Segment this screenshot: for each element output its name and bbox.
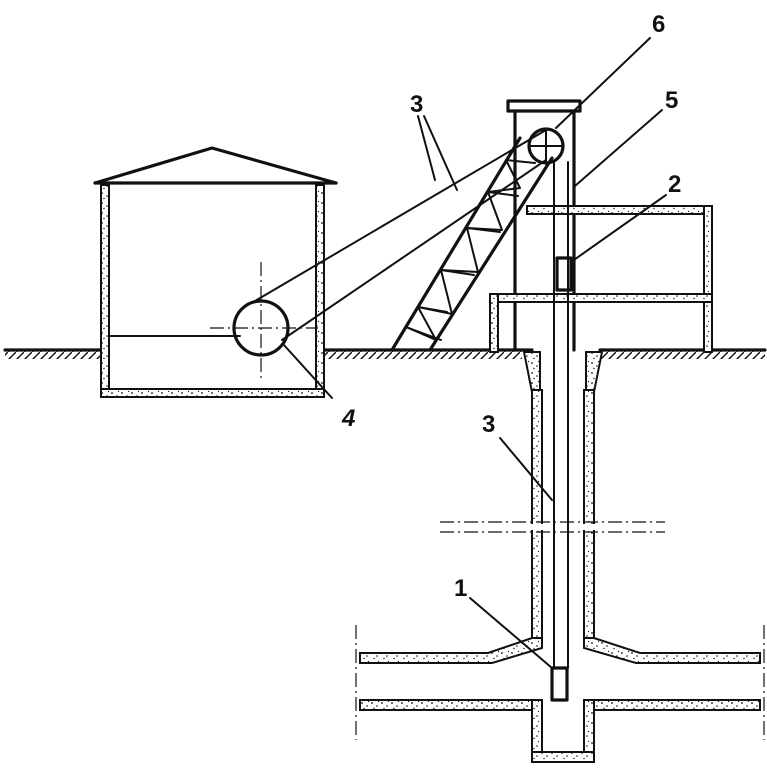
collar-building [489,205,713,353]
headframe-sheave [527,37,651,165]
conveyance-lower [469,597,569,702]
hoist-house [93,146,338,398]
label-1: 1 [454,575,467,602]
hoist-drum [210,262,333,399]
headframe-strut [390,136,554,352]
label-3-ropes: 3 [410,91,423,118]
label-5: 5 [665,87,678,114]
underground-galleries [355,625,765,763]
label-2: 2 [668,171,681,198]
ground-surface [3,348,767,359]
shaft-rope [499,109,663,669]
label-6: 6 [652,11,665,38]
hoist-ropes [254,115,547,341]
headframe-tower [506,99,582,352]
conveyance-upper [555,194,667,292]
label-3-shaft: 3 [482,411,495,438]
label-4: 4 [341,405,355,432]
